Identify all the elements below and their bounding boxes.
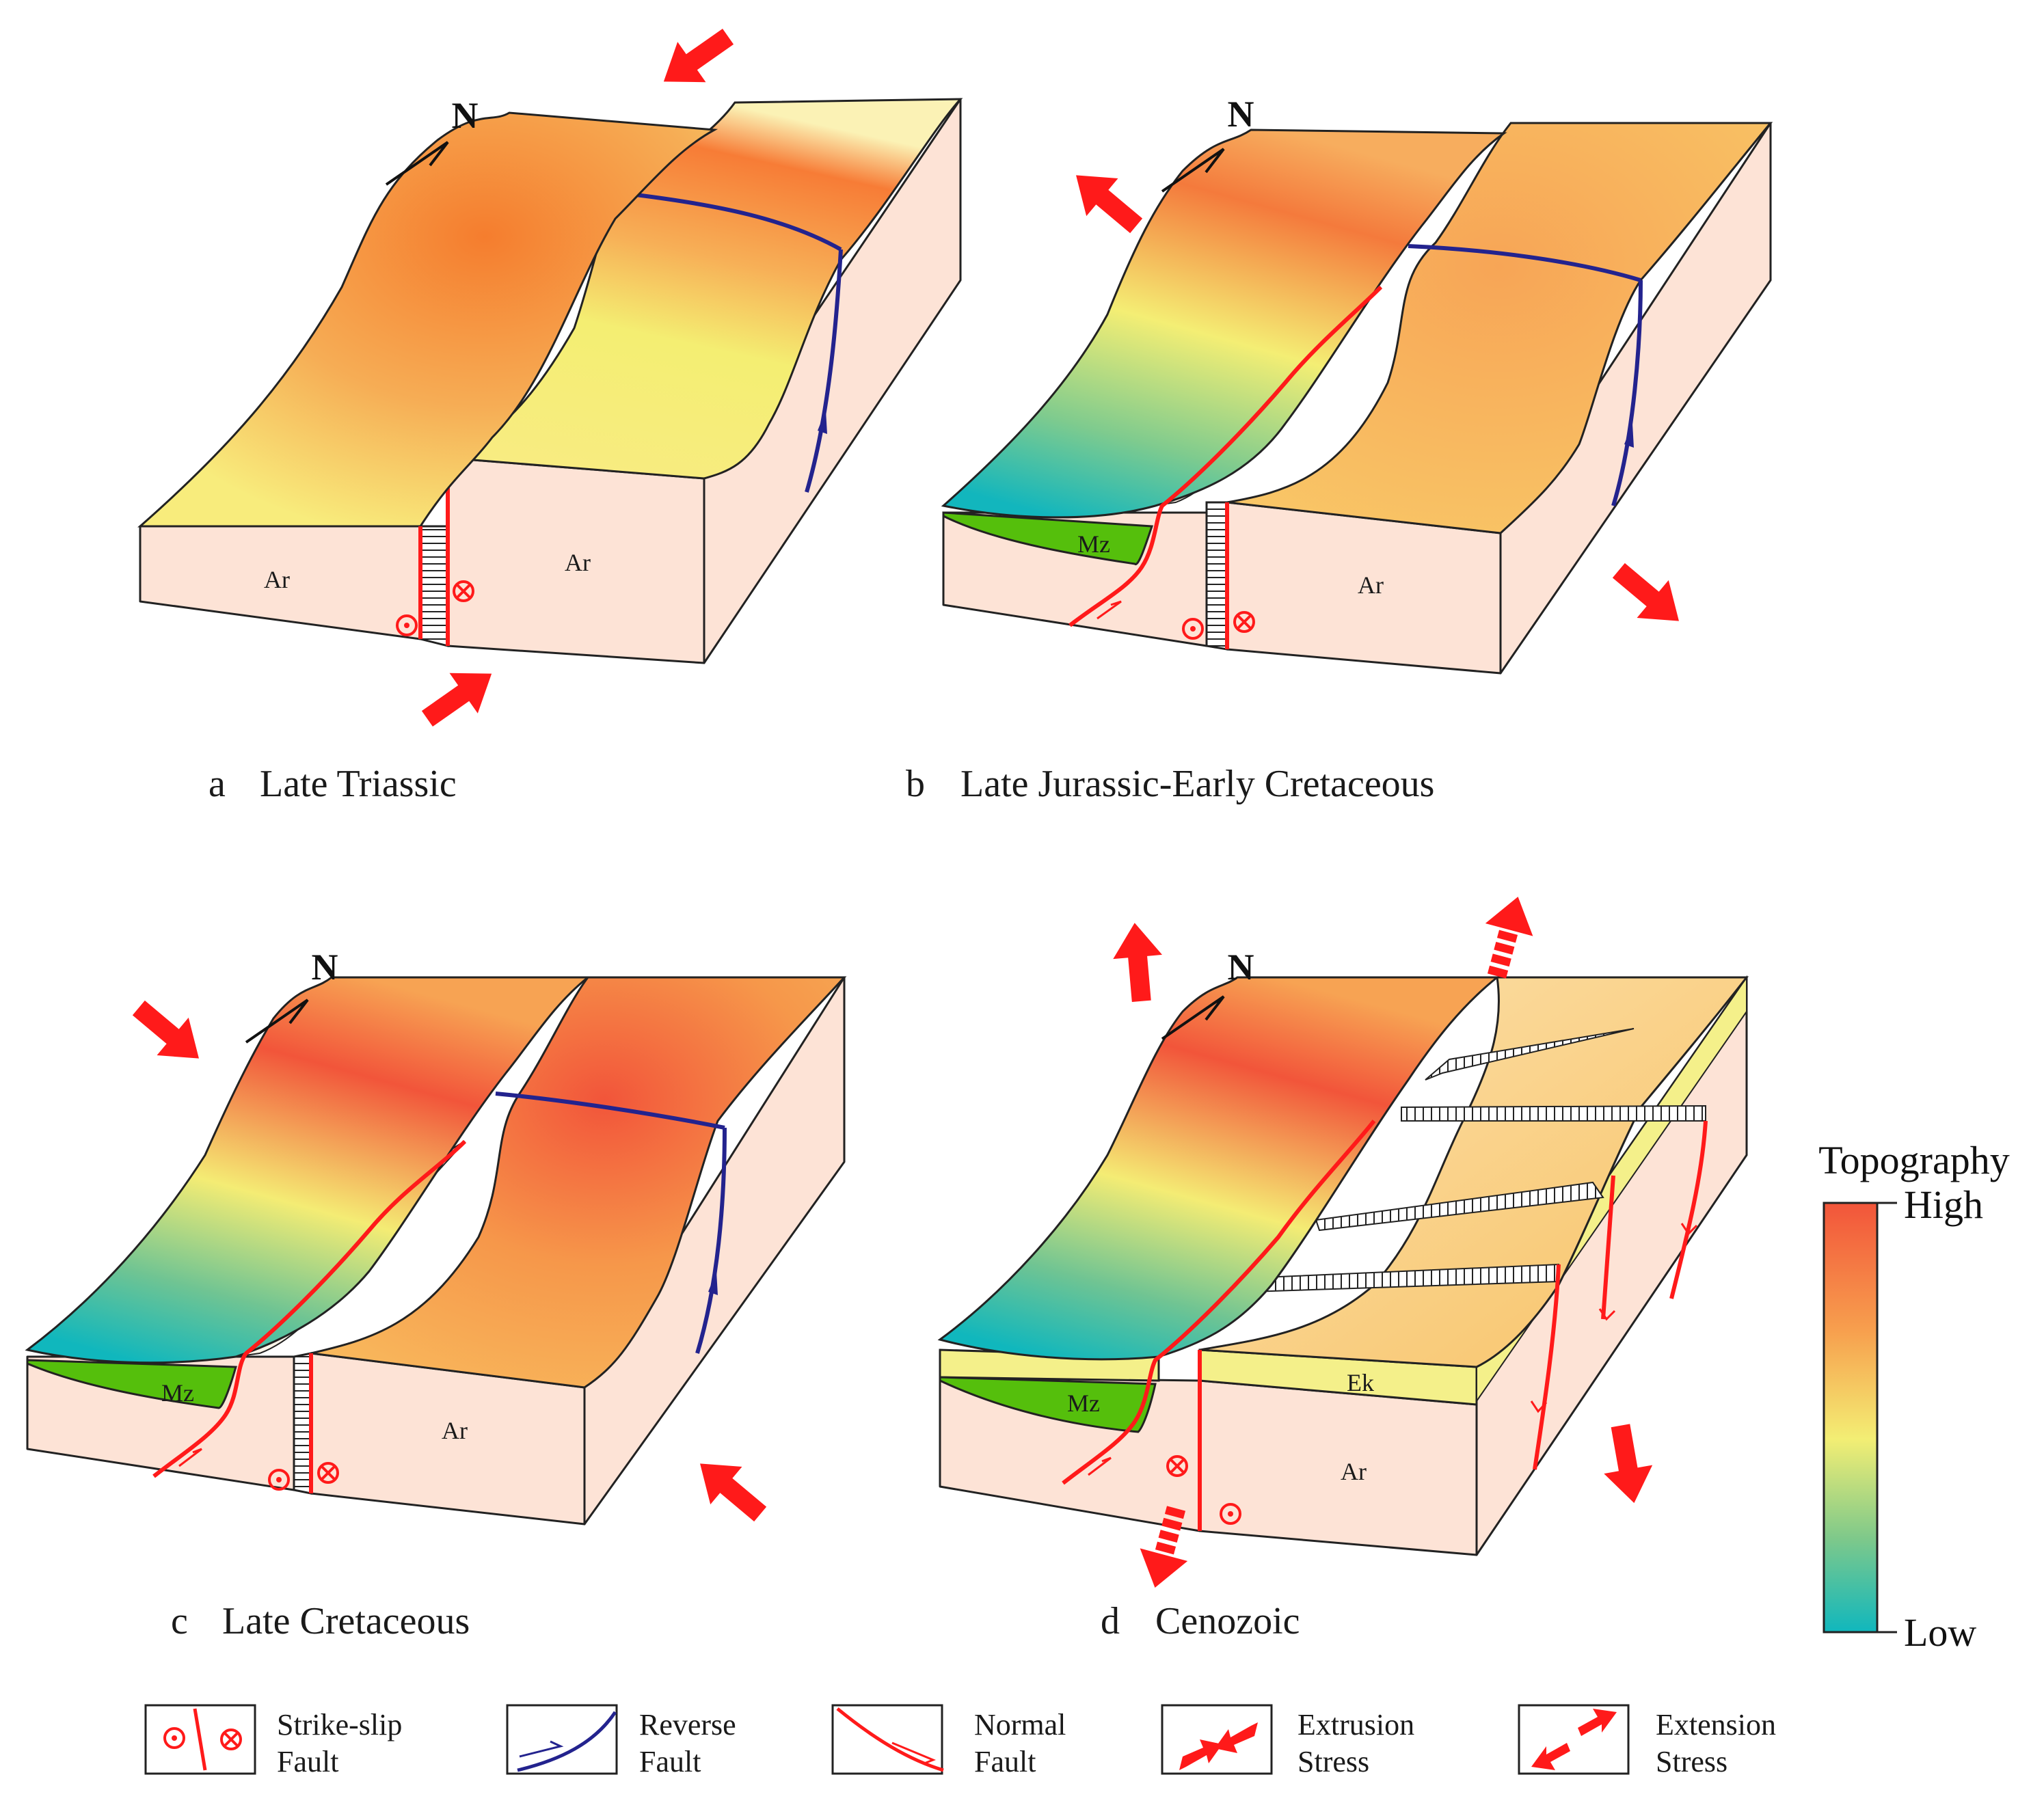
- panel-d-extension-arrow-s: [1596, 1421, 1658, 1508]
- panel-b-letter: b: [906, 763, 925, 805]
- legend-reverse-line1: Reverse: [639, 1708, 736, 1741]
- legend-extrusion-line2: Stress: [1297, 1745, 1369, 1778]
- panel-d-east-front: [1198, 1379, 1478, 1556]
- panel-d-extension-arrow-n: [1110, 921, 1166, 1003]
- panel-a-unit-west: Ar: [264, 566, 290, 593]
- legend: Strike-slip Fault Reverse Fault Normal F…: [144, 1704, 1776, 1778]
- panel-c-extrusion-arrow-nw: [122, 989, 215, 1078]
- panel-b-mz: [942, 511, 1154, 565]
- legend-extrusion-line1: Extrusion: [1297, 1708, 1414, 1741]
- legend-extension: Extension Stress: [1518, 1704, 1776, 1778]
- panel-d-mz: [939, 1376, 1157, 1433]
- legend-extension-line2: Stress: [1656, 1745, 1727, 1778]
- panel-c-north-label: N: [312, 947, 338, 988]
- panel-a-east-side: [703, 98, 962, 664]
- panel-c-extrusion-arrow-se: [684, 1444, 777, 1533]
- panel-d-dashed-arrow-ne: [1485, 897, 1533, 979]
- panel-a-title: Late Triassic: [260, 763, 457, 805]
- panel-c-east-side: [583, 976, 846, 1526]
- panel-c-unit-mz: Mz: [161, 1379, 194, 1407]
- panel-a: Ar Ar N a Late Triassic: [137, 16, 963, 805]
- legend-strike-slip-line2: Fault: [277, 1745, 338, 1778]
- panel-d-title: Cenozoic: [1155, 1600, 1300, 1642]
- legend-strike-slip-line1: Strike-slip: [277, 1708, 402, 1741]
- panel-b-extension-arrow-se: [1602, 552, 1695, 640]
- legend-strike-slip: Strike-slip Fault: [144, 1704, 402, 1778]
- panel-b: Mz Ar N b Late Jurassic-Early Cretaceous: [906, 94, 1773, 805]
- panel-b-east-top: [1226, 122, 1773, 534]
- legend-extension-line1: Extension: [1656, 1708, 1776, 1741]
- panel-a-extrusion-arrow-sw: [413, 653, 506, 740]
- panel-b-unit-mz: Mz: [1077, 530, 1110, 558]
- panel-b-unit-ar: Ar: [1358, 571, 1384, 599]
- panel-c-east-top: [310, 976, 847, 1389]
- panel-b-north-label: N: [1228, 94, 1254, 135]
- panel-b-title: Late Jurassic-Early Cretaceous: [960, 763, 1434, 805]
- colorbar-low-label: Low: [1904, 1610, 1976, 1655]
- panel-a-north-label: N: [452, 95, 479, 136]
- colorbar-title: Topography: [1818, 1138, 2009, 1182]
- legend-extrusion: Extrusion Stress: [1161, 1704, 1414, 1778]
- panel-d: Mz Ek Ar N d Cenozoic: [937, 897, 1749, 1642]
- legend-reverse-line2: Fault: [639, 1745, 701, 1778]
- panel-d-unit-mz: Mz: [1067, 1389, 1100, 1417]
- legend-normal-line1: Normal: [974, 1708, 1066, 1741]
- panel-a-east-top: [444, 98, 963, 480]
- colorbar-high-label: High: [1904, 1182, 1983, 1227]
- panel-c: Mz Ar N c Late Cretaceous: [25, 947, 847, 1642]
- legend-reverse: Reverse Fault: [506, 1704, 736, 1778]
- panel-c-title: Late Cretaceous: [222, 1600, 470, 1642]
- panel-c-west-top: [25, 976, 591, 1364]
- panel-d-north-label: N: [1228, 947, 1254, 988]
- legend-normal-line2: Fault: [974, 1745, 1036, 1778]
- panel-c-mz: [26, 1359, 237, 1409]
- panel-d-dashed-arrow-sw: [1140, 1506, 1188, 1588]
- topography-colorbar: Topography High Low: [1818, 1138, 2009, 1655]
- panel-d-letter: d: [1101, 1600, 1120, 1642]
- panel-a-west-top: [137, 111, 718, 528]
- panel-c-unit-ar: Ar: [442, 1417, 468, 1444]
- panel-a-letter: a: [209, 763, 226, 805]
- panel-d-unit-ar: Ar: [1341, 1458, 1367, 1485]
- panel-d-unit-ek: Ek: [1347, 1369, 1374, 1396]
- panel-b-extension-arrow-nw: [1060, 156, 1153, 245]
- colorbar-scale: [1823, 1202, 1879, 1633]
- panel-a-unit-east: Ar: [565, 549, 591, 576]
- panel-c-letter: c: [171, 1600, 188, 1642]
- legend-normal: Normal Fault: [831, 1704, 1066, 1778]
- panel-a-extrusion-arrow-ne: [649, 16, 742, 102]
